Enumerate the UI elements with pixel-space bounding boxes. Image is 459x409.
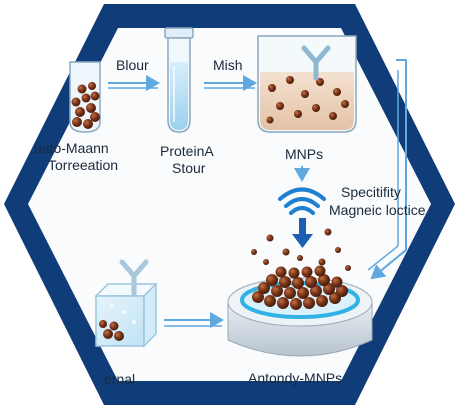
step-6-label: Antondy-MNPs [248,370,343,386]
beaker-icon [257,35,357,133]
arrow-step2-to-step3 [204,75,257,91]
step-1-label-line2: Torreeation [48,157,119,173]
magnetic-plate-icon [227,228,373,357]
arrow-label-1: Blour [116,57,149,73]
antibody-icon [301,45,331,81]
step-2-label-line2: Stour [172,160,206,176]
arrow-label-2: Mish [213,57,243,73]
arrow-step1-to-step2 [108,75,160,91]
arrow-step5-to-step6 [164,312,224,328]
step-1-label-line1: uato-Maann [34,140,109,156]
step-4-label-line2: Magneic loctice [329,202,426,218]
step-2-label-line1: ProteinA [160,143,214,159]
hydrogel-cube-icon [94,259,158,348]
arrow-step3-to-step6 [367,59,407,280]
signal-icon [278,187,326,215]
step-3-label: MNPs [285,146,324,162]
down-arrow-icon [292,218,313,248]
antibody-icon [119,259,149,297]
step-5-label: ernal [104,371,136,387]
step-4-label-line1: Specitifity [341,184,401,200]
test-tube-icon [164,27,194,133]
bead-tube-icon [69,61,101,133]
